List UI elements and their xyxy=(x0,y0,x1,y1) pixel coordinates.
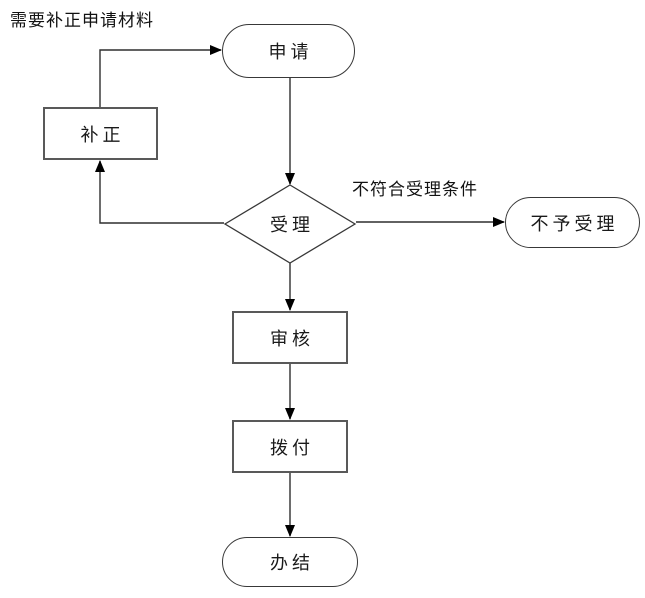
node-review: 审核 xyxy=(232,311,348,364)
node-accept-decision: 受理 xyxy=(270,215,314,235)
arrow-correct-to-apply xyxy=(99,45,222,107)
node-complete: 办结 xyxy=(222,537,358,587)
node-reject: 不予受理 xyxy=(505,197,640,248)
node-apply: 申请 xyxy=(222,24,355,78)
accept-decision-shape xyxy=(223,184,357,264)
arrow-accept-to-correct xyxy=(95,160,224,224)
note-supplement-materials: 需要补正申请材料 xyxy=(10,11,154,30)
label-branch-condition: 不符合受理条件 xyxy=(352,180,478,199)
node-correct: 补正 xyxy=(43,107,158,160)
node-disburse: 拨付 xyxy=(232,420,348,473)
